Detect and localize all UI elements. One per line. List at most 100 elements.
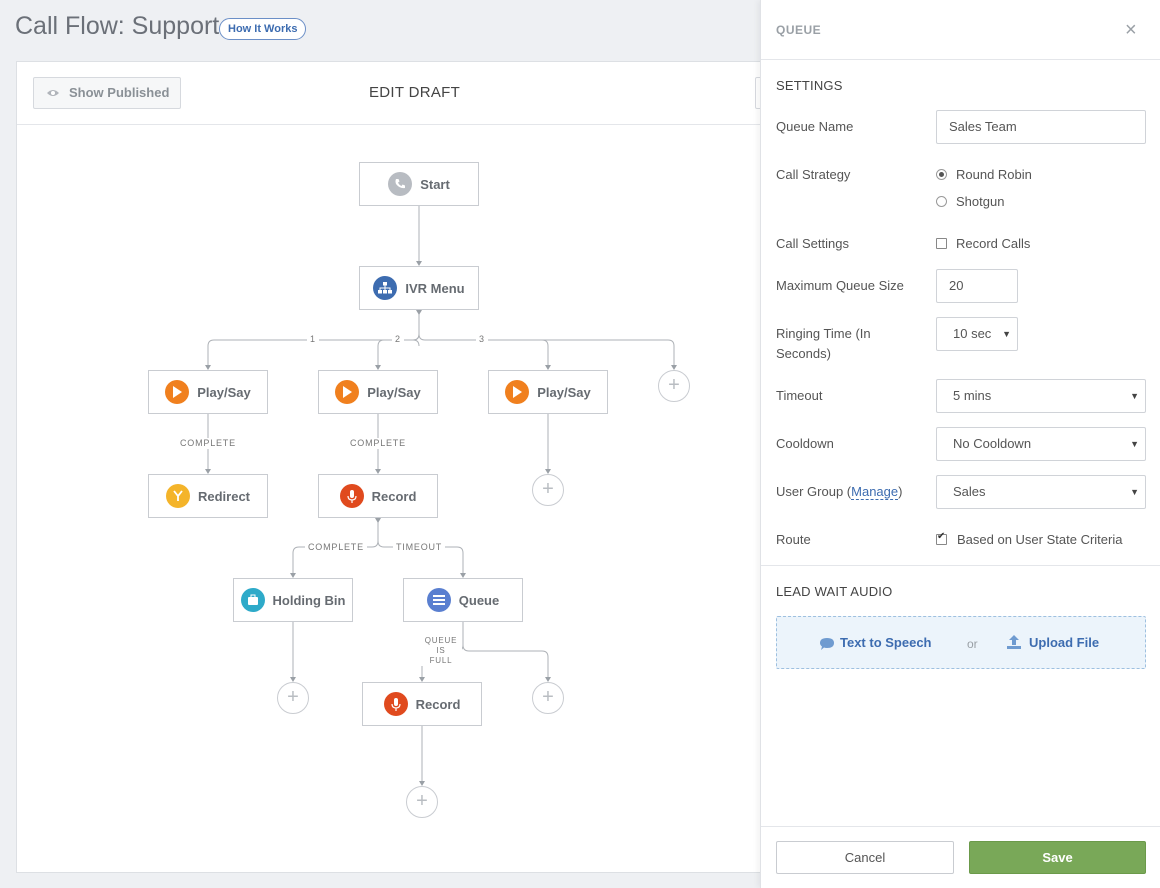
node-record-1[interactable]: Record	[318, 474, 438, 518]
edge-label-complete: COMPLETE	[177, 438, 239, 449]
speech-bubble-icon	[820, 638, 834, 650]
add-step-button[interactable]: +	[532, 682, 564, 714]
sitemap-icon	[373, 276, 398, 300]
upload-icon	[1007, 635, 1021, 649]
node-label: Play/Say	[537, 384, 591, 400]
node-label: Start	[420, 176, 450, 192]
user-state-criteria-checkbox[interactable]	[936, 531, 947, 545]
flow-canvas: Show Published EDIT DRAFT	[16, 61, 785, 873]
node-queue[interactable]: Queue	[403, 578, 523, 622]
cooldown-select[interactable]: No Cooldown ▼	[936, 427, 1146, 461]
node-redirect[interactable]: Redirect	[148, 474, 268, 518]
queue-name-input[interactable]: Sales Team	[936, 110, 1146, 144]
chevron-down-icon: ▼	[1002, 329, 1011, 339]
node-label: Holding Bin	[272, 592, 346, 608]
node-start[interactable]: Start	[359, 162, 479, 206]
user-group-value: Sales	[953, 484, 986, 499]
or-separator: or	[967, 637, 978, 651]
node-play-say-1[interactable]: Play/Say	[148, 370, 268, 414]
shotgun-radio[interactable]	[936, 196, 947, 207]
close-icon[interactable]: ×	[1125, 19, 1137, 41]
list-icon	[426, 588, 451, 612]
divider	[761, 565, 1160, 566]
add-step-button[interactable]: +	[406, 786, 438, 818]
edit-draft-title: EDIT DRAFT	[369, 84, 461, 101]
node-label: Record	[415, 696, 461, 712]
user-group-select[interactable]: Sales ▼	[936, 475, 1146, 509]
show-published-button[interactable]: Show Published	[33, 77, 181, 109]
round-robin-radio[interactable]	[936, 169, 947, 180]
chevron-down-icon: ▼	[1130, 439, 1139, 449]
chevron-down-icon: ▼	[1130, 487, 1139, 497]
user-group-label: User Group (Manage)	[776, 482, 902, 502]
user-group-label-text: )	[898, 484, 903, 499]
play-icon	[505, 380, 530, 404]
add-step-button[interactable]: +	[658, 370, 690, 402]
microphone-icon	[383, 692, 408, 716]
lead-wait-audio-dropzone[interactable]: Text to Speech or Upload File	[776, 616, 1146, 669]
round-robin-label: Round Robin	[956, 167, 1032, 182]
node-play-say-3[interactable]: Play/Say	[488, 370, 608, 414]
max-queue-size-input[interactable]: 20	[936, 269, 1018, 303]
flow-connectors	[205, 206, 677, 786]
ringing-time-select[interactable]: 10 sec ▼	[936, 317, 1018, 351]
text-to-speech-button[interactable]: Text to Speech	[840, 635, 932, 650]
timeout-label: Timeout	[776, 388, 823, 403]
redirect-icon	[165, 484, 190, 508]
node-label: Record	[371, 488, 417, 504]
chevron-down-icon: ▼	[1130, 391, 1139, 401]
manage-link[interactable]: Manage	[851, 484, 899, 500]
save-button[interactable]: Save	[969, 841, 1146, 874]
queue-settings-panel: QUEUE × SETTINGS Queue Name Sales Team C…	[760, 0, 1160, 888]
add-step-button[interactable]: +	[532, 474, 564, 506]
node-label: Play/Say	[197, 384, 251, 400]
timeout-select[interactable]: 5 mins ▼	[936, 379, 1146, 413]
node-label: IVR Menu	[405, 280, 465, 296]
how-it-works-button[interactable]: How It Works	[219, 18, 307, 40]
phone-icon	[388, 172, 413, 196]
node-label: Queue	[458, 592, 500, 608]
settings-heading: SETTINGS	[776, 78, 843, 93]
cancel-button[interactable]: Cancel	[776, 841, 954, 874]
queue-name-label: Queue Name	[776, 119, 854, 134]
show-published-label: Show Published	[69, 85, 170, 100]
ringing-time-label-line: Ringing Time (In	[776, 326, 871, 341]
node-holding-bin[interactable]: Holding Bin	[233, 578, 353, 622]
call-settings-label: Call Settings	[776, 236, 849, 251]
play-icon	[335, 380, 360, 404]
call-strategy-label: Call Strategy	[776, 167, 851, 182]
edge-label-queue-is-full: QUEUE IS FULL	[420, 636, 462, 666]
shotgun-label: Shotgun	[956, 194, 1005, 209]
node-record-2[interactable]: Record	[362, 682, 482, 726]
record-calls-label: Record Calls	[956, 236, 1031, 251]
route-label: Route	[776, 532, 811, 547]
divider	[761, 59, 1160, 60]
queue-full-line: FULL	[429, 656, 453, 665]
user-state-criteria-label: Based on User State Criteria	[957, 532, 1123, 547]
cooldown-label: Cooldown	[776, 436, 834, 451]
divider	[761, 826, 1160, 827]
edge-label-option-1: 1	[307, 334, 319, 345]
ringing-time-label-line: Seconds)	[776, 346, 831, 361]
node-ivr-menu[interactable]: IVR Menu	[359, 266, 479, 310]
node-play-say-2[interactable]: Play/Say	[318, 370, 438, 414]
edge-label-option-3: 3	[476, 334, 488, 345]
eye-icon	[47, 90, 59, 96]
edge-label-complete: COMPLETE	[347, 438, 409, 449]
timeout-value: 5 mins	[953, 388, 992, 403]
user-group-label-text: User Group (	[776, 484, 852, 499]
add-step-button[interactable]: +	[277, 682, 309, 714]
microphone-icon	[339, 484, 364, 508]
record-calls-checkbox[interactable]	[936, 238, 947, 249]
holding-bin-icon	[240, 588, 265, 612]
panel-title: QUEUE	[776, 23, 822, 37]
edge-label-option-2: 2	[392, 334, 404, 345]
ringing-time-value: 10 sec	[953, 326, 992, 341]
upload-file-button[interactable]: Upload File	[1029, 635, 1100, 650]
max-queue-size-label: Maximum Queue Size	[776, 278, 904, 293]
ringing-time-label: Ringing Time (In Seconds)	[776, 324, 871, 364]
queue-full-line: QUEUE	[424, 636, 458, 645]
page-title: Call Flow: Support	[15, 12, 220, 40]
queue-full-line: IS	[436, 646, 446, 655]
node-label: Play/Say	[367, 384, 421, 400]
